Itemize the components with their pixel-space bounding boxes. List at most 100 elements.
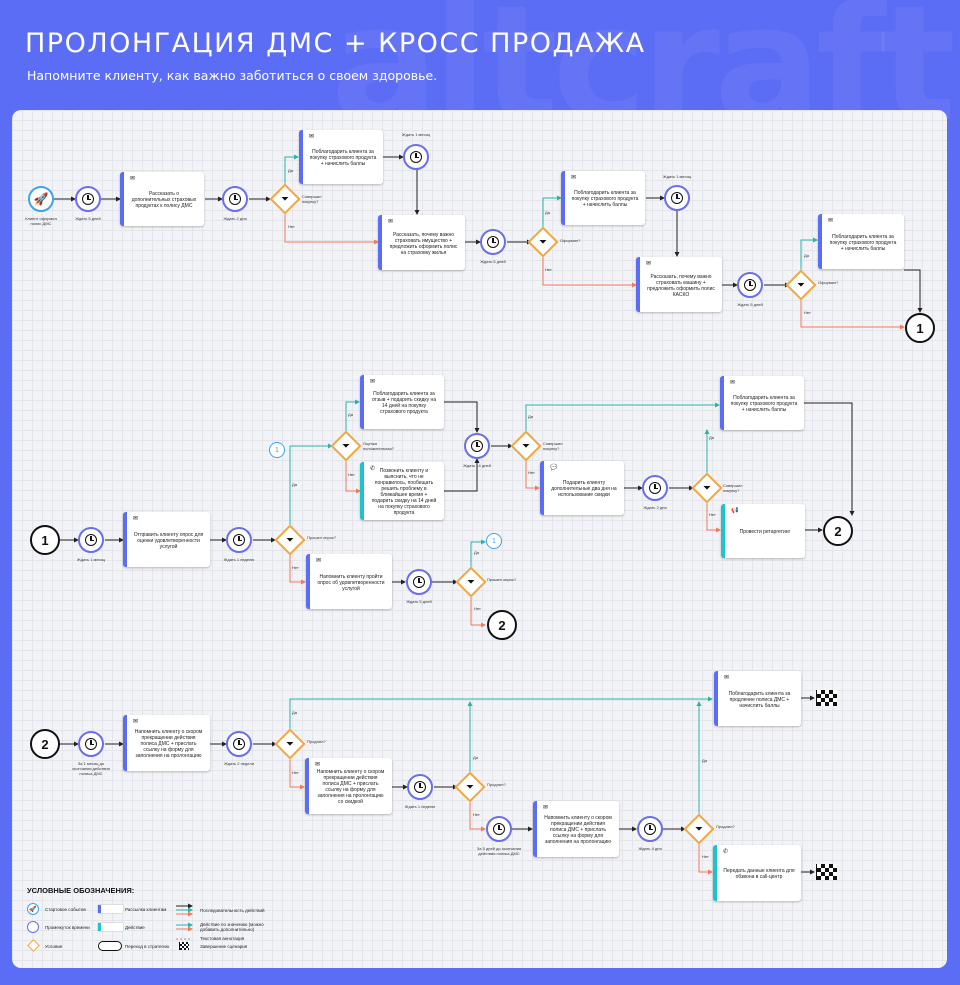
yes-label: Да (292, 710, 297, 715)
timer-node[interactable] (480, 229, 506, 255)
phone-icon: ✆ (723, 849, 729, 855)
mail-card[interactable]: 💬Подарить клиенту дополнительные два дня… (540, 461, 624, 515)
clock-icon (493, 823, 505, 835)
no-label: Нет (804, 310, 811, 315)
legend-sequence-label: Последовательность действий (200, 908, 265, 913)
clock-icon (487, 236, 499, 248)
no-label: Нет (348, 472, 355, 477)
legend-title: УСЛОВНЫЕ ОБОЗНАЧЕНИЯ: (27, 886, 135, 895)
legend-transition-icon (98, 941, 122, 951)
timer-label: За 1 месяц до окончания действия полиса … (72, 761, 110, 776)
entry-scenario-1[interactable]: 1 (30, 525, 60, 555)
card-text: Напомнить клиенту о скором прекращении д… (134, 729, 203, 759)
card-text: Подарить клиенту дополнительные два дня … (551, 480, 617, 498)
mail-icon: ✉ (730, 380, 736, 386)
timer-node[interactable] (407, 774, 433, 800)
timer-node[interactable] (637, 816, 663, 842)
mail-card[interactable]: ✉ Напомнить клиенту о скором прекращении … (123, 715, 210, 771)
filter-icon: ⏷ (342, 440, 350, 452)
legend-start-icon: 🚀 (27, 903, 39, 915)
goto-scenario-1[interactable]: 1 (905, 313, 935, 343)
condition-label: Совершил покупку? (543, 441, 563, 451)
no-label: Нет (474, 606, 481, 611)
filter-icon: ⏷ (466, 781, 474, 793)
mail-card[interactable]: ✉Напомнить клиенту о скором прекращении … (533, 801, 619, 857)
timer-node[interactable] (78, 731, 104, 757)
no-label: Нет (288, 224, 295, 229)
timer-node[interactable] (226, 527, 252, 553)
card-text: Позвонить клиенту и выяснить, что не пон… (371, 468, 437, 516)
finish-flag-icon (816, 690, 837, 706)
mail-card[interactable]: ✉Поблагодарить клиента за продление поли… (714, 671, 801, 726)
yes-label: Да (528, 414, 533, 419)
legend-timer-label: Промежуток времени (45, 925, 90, 930)
timer-node[interactable] (464, 433, 490, 459)
timer-label: Ждать 5 дней (406, 599, 432, 604)
goto-link-1[interactable]: 1 (269, 442, 285, 458)
card-text: Поблагодарить клиента за отзыв + подарит… (371, 391, 437, 415)
mail-card[interactable]: ✉Поблагодарить клиента за отзыв + подари… (360, 375, 444, 429)
timer-node[interactable] (664, 185, 690, 211)
mail-card[interactable]: ✉Рассказать о дополнительных страховых п… (120, 172, 204, 226)
mail-card[interactable]: ✉Поблагодарить клиента за покупку страхо… (720, 376, 804, 430)
timer-label: Ждать 1 неделю (223, 557, 255, 562)
timer-node[interactable] (75, 186, 101, 212)
timer-node[interactable] (226, 731, 252, 757)
timer-label: Ждать 4 дня (638, 846, 662, 851)
entry-scenario-2[interactable]: 2 (30, 729, 60, 759)
condition-label: Оценка положительная? (363, 441, 394, 451)
phone-icon: ✆ (370, 466, 376, 472)
condition-label: Продлил? (716, 824, 735, 829)
mail-card[interactable]: ✉Напомнить клиенту о скором прекращении … (305, 758, 392, 814)
legend-action-icon (98, 923, 123, 931)
timer-node[interactable] (222, 186, 248, 212)
legend-action-label: Действие (125, 925, 145, 930)
card-text: Отправить клиенту опрос для оценки удовл… (133, 531, 204, 550)
card-text: Рассказать, почему важно страховать маши… (647, 273, 715, 298)
mail-icon: ✉ (315, 762, 321, 768)
action-card[interactable]: 📢Провести ретаргетинг (721, 504, 805, 558)
clock-icon (410, 151, 422, 163)
legend-annotation-label: Текстовая аннотация (200, 936, 245, 941)
legend-timer-icon (27, 921, 39, 933)
card-text: Рассказать, почему важно страховать имущ… (389, 231, 458, 256)
clock-icon (744, 279, 756, 291)
mail-card[interactable]: ✉Напомнить клиенту пройти опрос об удовл… (306, 554, 392, 609)
action-card[interactable]: ✆Передать данные клиента для обзвона в c… (713, 845, 801, 901)
goto-link-1[interactable]: 1 (486, 533, 502, 549)
no-label: Нет (709, 512, 716, 517)
no-label: Нет (702, 854, 709, 859)
goto-scenario-2[interactable]: 2 (487, 610, 517, 640)
timer-node[interactable] (406, 569, 432, 595)
mail-icon: ✉ (316, 558, 322, 564)
timer-node[interactable] (403, 144, 429, 170)
legend-condition-label: Условие (45, 944, 63, 949)
clock-icon (233, 738, 245, 750)
card-text: Поблагодарить клиента за покупку страхов… (571, 190, 639, 208)
timer-node[interactable] (642, 475, 668, 501)
mail-card[interactable]: ✉Поблагодарить клиента за покупку страхо… (818, 214, 904, 269)
mail-icon: ✉ (133, 719, 139, 725)
yes-label: Да (348, 412, 353, 417)
action-card[interactable]: ✆Позвонить клиенту и выяснить, что не по… (360, 462, 444, 520)
condition-label: Совершил покупку? (302, 194, 322, 204)
timer-label: Ждать 2 дня (643, 505, 667, 510)
mail-card[interactable]: ✉Рассказать, почему важно страховать маш… (636, 257, 722, 312)
mail-card[interactable]: ✉Рассказать, почему важно страховать иму… (378, 215, 465, 270)
mail-card[interactable]: ✉ Поблагодарить клиента за покупку страхо… (561, 171, 645, 225)
mail-card[interactable]: ✉Поблагодарить клиента за покупку страхо… (299, 130, 383, 184)
timer-label: Ждать 1 месяц (663, 174, 691, 179)
clock-icon (233, 534, 245, 546)
mail-card[interactable]: ✉Отправить клиенту опрос для оценки удов… (123, 512, 210, 567)
mail-icon: ✉ (571, 175, 577, 181)
goto-scenario-2[interactable]: 2 (823, 516, 853, 546)
timer-label: За 5 дней до окончания действия полиса Д… (476, 846, 522, 856)
start-event-label: Клиент оформил полис ДМС (25, 216, 57, 226)
condition-label: Продлил? (307, 739, 326, 744)
timer-node[interactable] (486, 816, 512, 842)
yes-label: Да (545, 210, 550, 215)
timer-node[interactable] (78, 527, 104, 553)
timer-node[interactable] (737, 272, 763, 298)
timer-label: Ждать 5 дней (480, 259, 506, 264)
clock-icon (413, 576, 425, 588)
